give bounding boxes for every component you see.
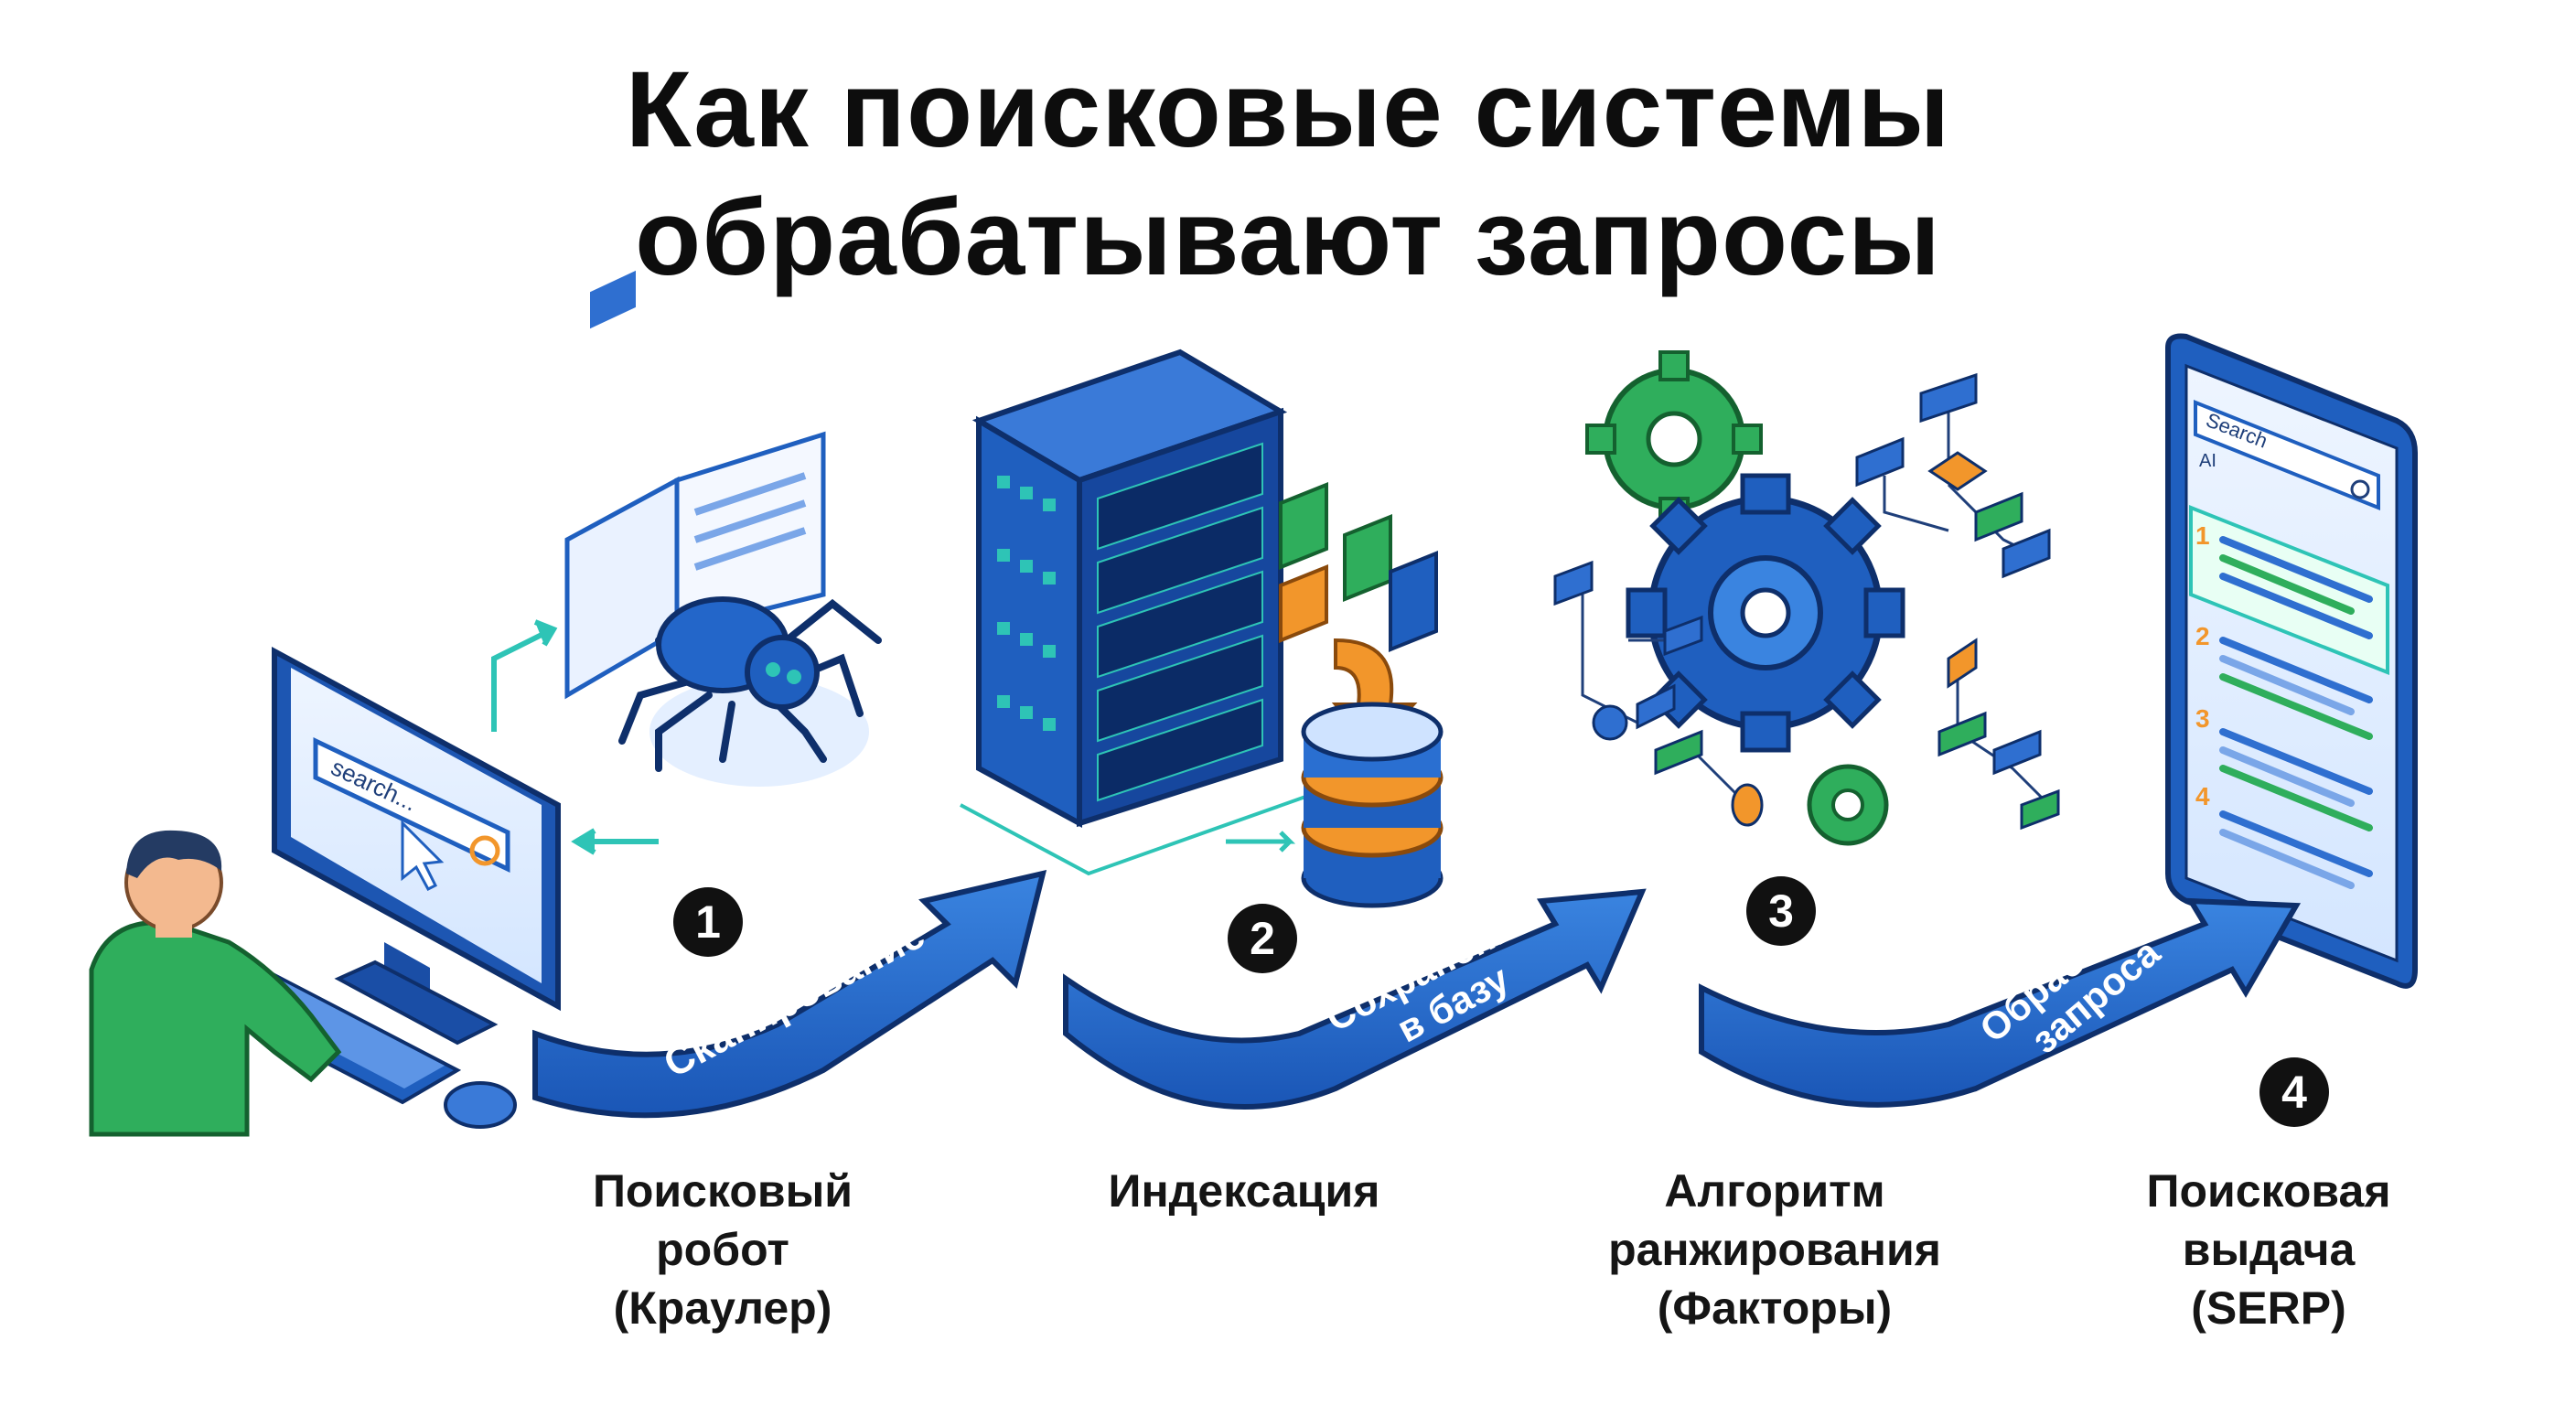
blue-gear-icon [1626,473,1905,753]
step-label-1-line-3: (Краулер) [613,1282,832,1334]
step-arrow-2: Сохранение в базу [1063,888,1647,1110]
step-label-4-line-2: выдача [2182,1224,2356,1275]
smartphone-serp-illustration: Search AI 1 2 3 4 [2165,333,2418,989]
step-label-1-line-2: робот [656,1224,789,1275]
step-label-4: Поисковая выдача (SERP) [2077,1162,2461,1337]
web-pages-icon [564,270,826,700]
result-rank-4: 4 [2195,782,2210,810]
step-arrow-1: Сканирование [532,869,1047,1119]
result-rank-2: 2 [2195,622,2210,650]
database-icon [1301,702,1444,908]
step-label-1-line-1: Поисковый [592,1165,853,1217]
crawl-flow-arrows [491,619,659,855]
step-number-badge-1: 1 [673,887,743,957]
page-title: Как поисковые системы обрабатывают запро… [0,46,2576,302]
mouse-icon [444,1081,517,1129]
search-results-list [2219,536,2373,889]
step-number-badge-3: 3 [1746,876,1816,946]
step-label-4-line-1: Поисковая [2146,1165,2391,1217]
result-rank-1: 1 [2195,521,2210,550]
step-label-2-line-1: Индексация [1108,1165,1380,1217]
step-label-3: Алгоритм ранжирования (Факторы) [1583,1162,1967,1337]
step-label-3-line-2: ранжирования [1608,1224,1941,1275]
step-label-1: Поисковый робот (Краулер) [531,1162,915,1337]
crawler-spider-icon [618,596,882,787]
small-green-gear-icon [1807,764,1889,846]
phone-ai-label: AI [2199,451,2216,471]
server-rack-icon [960,349,1309,876]
step-label-3-line-1: Алгоритм [1664,1165,1885,1217]
step-label-2: Индексация [1052,1162,1436,1220]
flowchart-icon [1553,372,2060,831]
user-at-computer-illustration: search... [89,270,882,1137]
step-label-3-line-3: (Факторы) [1657,1282,1893,1334]
step-number-badge-4: 4 [2259,1057,2329,1127]
title-line-1: Как поисковые системы [625,49,1951,170]
result-rank-numbers: 1 2 3 4 [2195,521,2210,810]
green-gear-icon [1585,350,1763,528]
result-rank-3: 3 [2195,704,2210,733]
title-line-2: обрабатывают запросы [635,177,1941,298]
document-files-icon [1279,482,1438,652]
server-database-illustration [960,349,1444,908]
ranking-algorithm-illustration [1553,350,2060,846]
step-label-4-line-3: (SERP) [2191,1282,2346,1334]
db-flow-arrow [1226,831,1296,853]
person-icon [89,830,342,1137]
step-number-badge-2: 2 [1228,904,1297,973]
